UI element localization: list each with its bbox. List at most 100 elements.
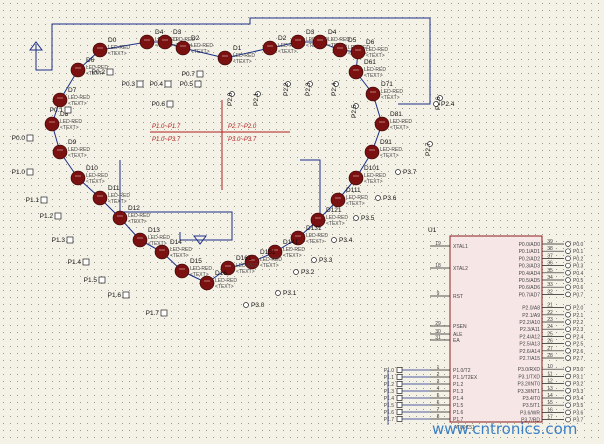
led-2[interactable] (139, 34, 155, 50)
port-terminal-icon[interactable] (353, 215, 359, 221)
port-terminal-icon[interactable] (285, 81, 291, 87)
port-terminal-icon[interactable] (396, 395, 403, 401)
port-terminal-icon[interactable] (164, 80, 172, 88)
port-terminal-icon[interactable] (229, 91, 235, 97)
port-terminal-icon[interactable] (375, 195, 381, 201)
port-terminal-icon[interactable] (565, 388, 571, 394)
port-terminal-icon[interactable] (565, 340, 571, 347)
port-terminal-icon[interactable] (255, 91, 261, 97)
port-terminal-icon[interactable] (396, 374, 403, 380)
port-terminal-icon[interactable] (565, 402, 571, 408)
led-16[interactable] (330, 192, 346, 208)
port-terminal-icon[interactable] (353, 103, 359, 109)
led-22[interactable] (199, 275, 215, 291)
port-terminal-icon[interactable] (565, 277, 571, 283)
port-terminal-icon[interactable] (565, 262, 571, 269)
port-terminal-icon[interactable] (54, 212, 62, 220)
led-10[interactable] (350, 44, 366, 60)
port-terminal-icon[interactable] (565, 395, 571, 401)
led-3[interactable] (157, 34, 173, 50)
port-terminal-icon[interactable] (64, 106, 72, 114)
port-terminal-icon[interactable] (427, 141, 433, 147)
port-terminal-icon[interactable] (194, 80, 202, 88)
port-terminal-icon[interactable] (565, 270, 571, 276)
port-terminal-icon[interactable] (565, 255, 571, 262)
port-terminal-icon[interactable] (333, 81, 339, 87)
led-ref-label: D11 (108, 185, 120, 192)
port-terminal-icon[interactable] (136, 80, 144, 88)
port-terminal-icon[interactable] (565, 241, 571, 247)
port-terminal-icon[interactable] (565, 355, 571, 361)
led-6[interactable] (262, 40, 278, 56)
led-15[interactable] (348, 170, 364, 186)
led-31[interactable] (52, 92, 68, 108)
port-terminal-icon[interactable] (166, 100, 174, 108)
port-terminal-icon[interactable] (311, 257, 317, 263)
led-14[interactable] (364, 144, 380, 160)
led-11[interactable] (348, 64, 364, 80)
led-26[interactable] (112, 210, 128, 226)
led-30[interactable] (44, 116, 60, 132)
led-20[interactable] (244, 254, 260, 270)
led-27[interactable] (92, 190, 108, 206)
port-terminal-icon[interactable] (565, 380, 571, 387)
led-12[interactable] (365, 86, 381, 102)
led-28[interactable] (70, 170, 86, 186)
port-terminal-icon[interactable] (122, 291, 130, 299)
port-terminal-icon[interactable] (331, 237, 337, 243)
led-25[interactable] (132, 232, 148, 248)
port-terminal-icon[interactable] (565, 326, 571, 332)
led-1[interactable] (92, 42, 108, 58)
port-terminal-icon[interactable] (565, 291, 571, 298)
port-terminal-icon[interactable] (395, 169, 401, 175)
led-29[interactable] (52, 144, 68, 160)
port-terminal-icon[interactable] (565, 312, 571, 318)
port-terminal-icon[interactable] (565, 284, 571, 290)
led-24[interactable] (154, 244, 170, 260)
led-23[interactable] (174, 263, 190, 279)
port-terminal-icon[interactable] (66, 236, 74, 244)
port-terminal-icon[interactable] (565, 248, 571, 254)
led-18[interactable] (290, 230, 306, 246)
port-terminal-icon[interactable] (565, 304, 571, 311)
port-terminal-icon[interactable] (26, 168, 34, 176)
port-terminal-icon[interactable] (565, 319, 571, 325)
led-7[interactable] (290, 34, 306, 50)
port-terminal-icon[interactable] (565, 373, 571, 380)
led-19[interactable] (267, 244, 283, 260)
led-4[interactable] (175, 40, 191, 56)
port-terminal-icon[interactable] (565, 409, 571, 416)
port-terminal-icon[interactable] (433, 101, 439, 107)
port-terminal-icon[interactable] (565, 416, 571, 423)
port-terminal-icon[interactable] (565, 366, 571, 372)
port-terminal-icon[interactable] (396, 409, 403, 415)
port-terminal-icon[interactable] (243, 302, 249, 308)
led-21[interactable] (220, 260, 236, 276)
port-terminal-icon[interactable] (396, 402, 403, 408)
port-terminal-icon[interactable] (396, 416, 403, 422)
port-terminal-icon[interactable] (396, 367, 403, 373)
led-32[interactable] (70, 62, 86, 78)
port-terminal-icon[interactable] (437, 95, 443, 101)
port-terminal-icon[interactable] (307, 81, 313, 87)
port-terminal-icon[interactable] (26, 134, 34, 142)
port-terminal-icon[interactable] (396, 388, 403, 394)
led-5[interactable] (217, 50, 233, 66)
led-8[interactable] (312, 34, 328, 50)
port-terminal-icon[interactable] (293, 269, 299, 275)
port-terminal-icon[interactable] (275, 290, 281, 296)
port-terminal-icon[interactable] (565, 348, 571, 354)
led-13[interactable] (374, 116, 390, 132)
port-terminal-icon[interactable] (40, 196, 48, 204)
port-terminal-icon[interactable] (396, 381, 403, 387)
port-terminal-icon[interactable] (160, 309, 168, 317)
port-terminal-icon[interactable] (82, 258, 90, 266)
led-17[interactable] (310, 212, 326, 228)
port-terminal-icon[interactable] (98, 276, 106, 284)
port-terminal-icon[interactable] (565, 333, 571, 340)
port-terminal-icon[interactable] (106, 68, 114, 76)
led-9[interactable] (332, 42, 348, 58)
port-terminal-icon[interactable] (196, 70, 204, 78)
